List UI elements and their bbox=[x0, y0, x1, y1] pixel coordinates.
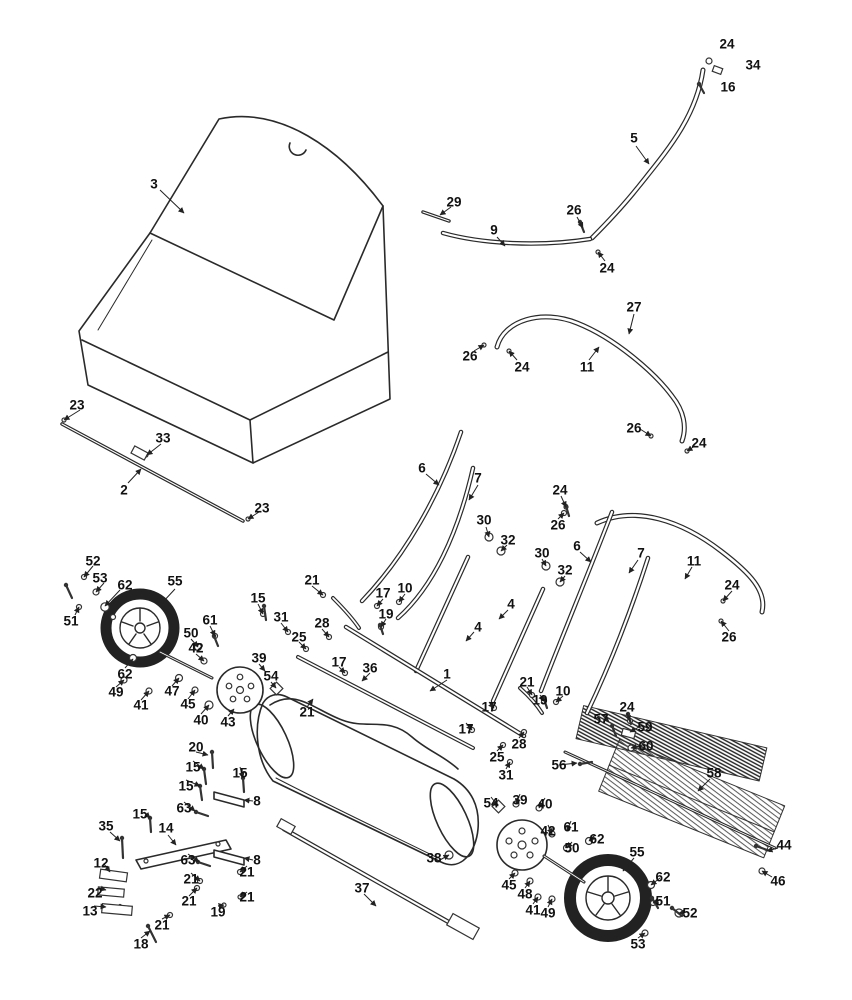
leader-lines-layer bbox=[63, 145, 779, 939]
left-wheel bbox=[100, 588, 180, 668]
lower-bar-and-brackets bbox=[135, 791, 245, 870]
brush-assembly bbox=[575, 705, 786, 859]
right-wheel bbox=[564, 854, 652, 942]
tube-layer bbox=[60, 67, 777, 936]
hopper-bag bbox=[78, 115, 391, 464]
sweeper-housing bbox=[249, 693, 480, 866]
